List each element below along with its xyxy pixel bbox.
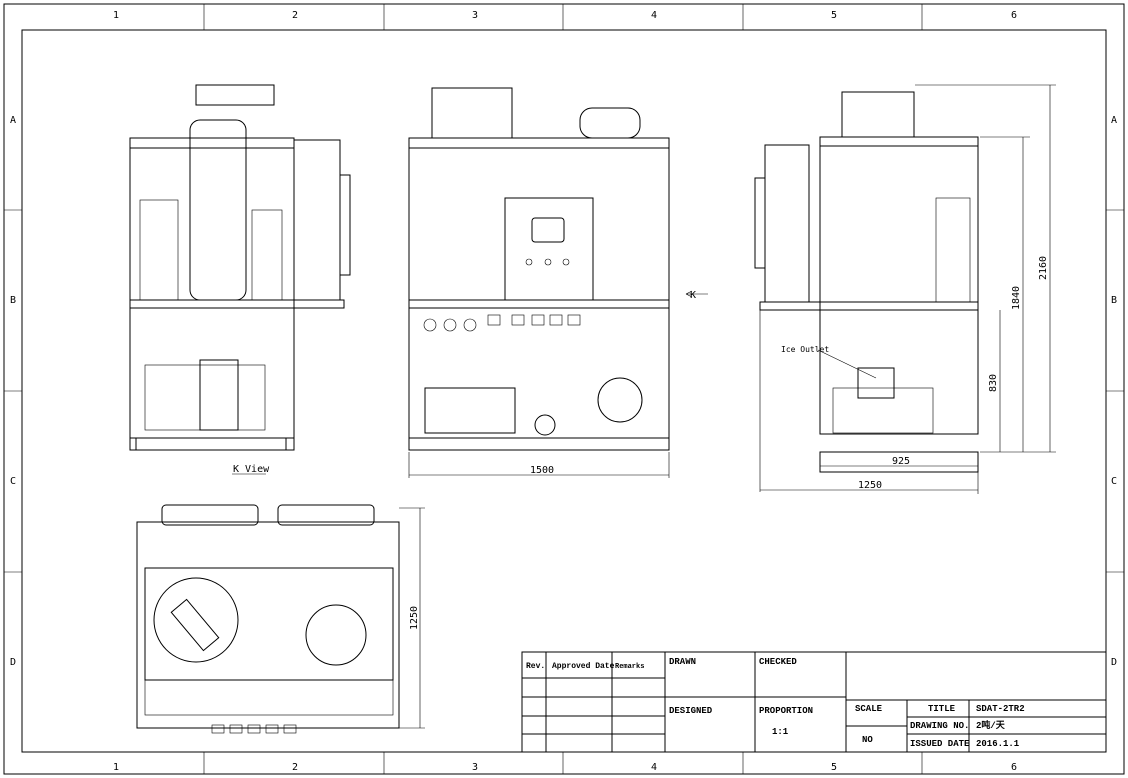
designed-label: DESIGNED [669,706,713,716]
scale-label: SCALE [855,704,883,714]
k-arrow-label: K [690,290,696,301]
right-side-view: Ice Outlet 925 1250 830 1840 2160 [754,84,1056,494]
column-label: 5 [831,10,837,21]
zone-ticks [4,4,1124,774]
column-label: 4 [651,762,657,773]
drawing-no-value: 2吨/天 [976,719,1006,731]
proportion-label: PROPORTION [759,706,813,716]
lower-height-dim: 830 [988,374,999,392]
issued-date-value: 2016.1.1 [976,739,1020,749]
top-view: 1250 [136,504,425,734]
outer-border [3,3,1125,775]
rev-header: Rev. [526,662,545,671]
checked-label: CHECKED [759,657,797,667]
front-width-dim: 1500 [530,465,554,476]
scale-value: NO [862,735,873,745]
proportion-value: 1:1 [772,727,789,737]
title-label: TITLE [928,704,956,714]
ice-outlet-label: Ice Outlet [781,345,829,354]
k-view-label: K View [233,464,270,475]
column-label: 1 [113,762,119,773]
column-label: 6 [1011,10,1017,21]
frame-height-dim: 1840 [1011,286,1022,310]
column-label: 5 [831,762,837,773]
column-label: 3 [472,10,478,21]
row-label: B [10,295,16,306]
display-screen [531,217,565,243]
column-label: 3 [472,762,478,773]
side-base-width-dim: 925 [892,456,910,467]
column-label: 6 [1011,762,1017,773]
remarks-header: Remarks [615,663,644,671]
row-label: C [10,476,16,487]
row-label: B [1111,295,1117,306]
drawn-label: DRAWN [669,657,696,667]
column-label: 4 [651,10,657,21]
front-view: K 1500 [408,87,708,478]
drawing-no-label: DRAWING NO. [910,721,969,731]
approved-date-header: Approved Date [552,662,615,671]
top-depth-dim: 1250 [409,606,420,630]
column-label: 2 [292,762,298,773]
overall-height-dim: 2160 [1038,256,1049,280]
issued-date-label: ISSUED DATE [910,739,970,749]
title-block: Rev. Approved Date Remarks DRAWN CHECKED… [521,651,1107,753]
k-side-view: K View [129,84,351,475]
side-overall-width-dim: 1250 [858,480,882,491]
row-label: D [1111,657,1117,668]
row-label: A [1111,115,1117,126]
row-label: A [10,115,16,126]
column-label: 2 [292,10,298,21]
column-label: 1 [113,10,119,21]
row-label: C [1111,476,1117,487]
title-value: SDAT-2TR2 [976,704,1025,714]
row-label: D [10,657,16,668]
control-panel [504,197,594,301]
ice-outlet [857,367,895,399]
